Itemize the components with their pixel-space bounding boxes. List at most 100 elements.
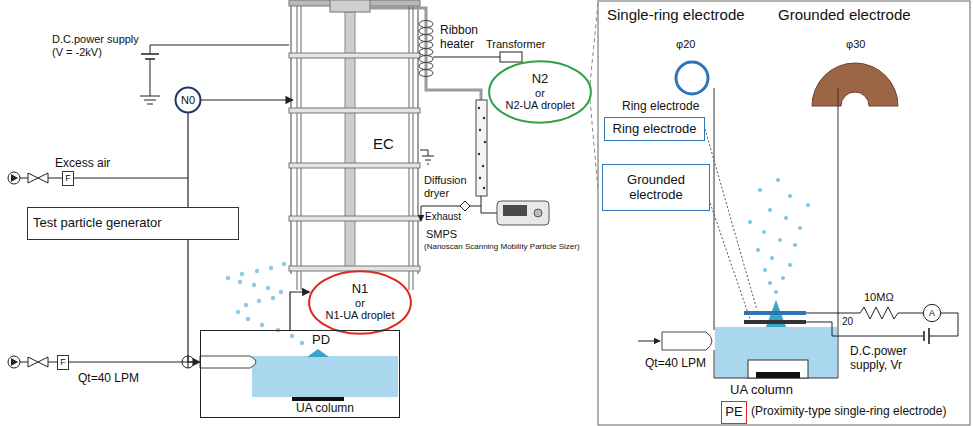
supply-wire [150, 45, 289, 96]
inset-frame [598, 1, 970, 425]
circle-outline [176, 88, 201, 113]
droplet [246, 317, 250, 321]
flow-line [188, 240, 200, 362]
droplet [768, 281, 772, 285]
dryer-bead [478, 153, 480, 155]
ground-symbol [420, 150, 434, 164]
droplet [770, 256, 774, 260]
node-text: N1 [352, 282, 369, 297]
ellipse-outline [309, 271, 411, 333]
node-text: UA column [296, 402, 354, 416]
part-label: Diffusion dryer [424, 174, 467, 199]
valve-symbol [28, 357, 48, 367]
transducer [756, 372, 800, 378]
heater-coil [419, 70, 433, 77]
droplet [781, 276, 785, 280]
inlet-nozzle [200, 356, 256, 368]
inlet-nozzle [662, 332, 712, 350]
dimension-label: φ30 [846, 38, 865, 51]
ec-wall [297, 6, 413, 290]
droplet [271, 296, 275, 300]
part-label: SMPS [426, 228, 457, 241]
count-ellipse: N2orN2-UA droplet [487, 60, 593, 124]
node-text: N1-UA droplet [325, 309, 394, 322]
heater-coil [419, 56, 433, 63]
ua-liquid [252, 356, 398, 397]
node-text: or [355, 297, 365, 310]
inlet-arrow [638, 341, 660, 342]
transformer-wire [433, 57, 500, 58]
droplet [260, 323, 264, 327]
droplet [257, 299, 261, 303]
node-text: PD [312, 333, 330, 348]
ec-flange [289, 163, 420, 168]
ring-electrode-top [676, 62, 708, 94]
dimension-label: φ20 [676, 38, 695, 51]
flow-label: Qt=40 LPM [78, 372, 139, 386]
node-text: N0 [181, 94, 195, 107]
dryer-bead [479, 129, 481, 131]
droplet [226, 276, 230, 280]
supply-label: D.C.power supply, Vr [850, 345, 945, 373]
panel-heading: Grounded electrode [778, 6, 911, 23]
generator-box: Test particle generator [27, 207, 239, 240]
droplet [236, 310, 240, 314]
vessel-box: PD UA column [200, 330, 400, 418]
node-text: N2 [532, 72, 549, 87]
heater-coil [419, 63, 433, 70]
flow-line [187, 113, 188, 207]
heater-coil [419, 21, 433, 28]
pump-symbol [8, 172, 20, 184]
node-text: Grounded electrode [603, 173, 709, 203]
dryer-bead [483, 187, 485, 189]
droplet [776, 178, 780, 182]
droplet [798, 226, 802, 230]
ring-electrode-bar [744, 311, 806, 315]
flow-label: Excess air [55, 157, 110, 171]
node-text: F [65, 173, 71, 183]
droplet [240, 272, 244, 276]
dryer-bead [483, 117, 485, 119]
droplet [788, 194, 792, 198]
node-text: N2-UA droplet [505, 99, 574, 112]
callout-box: Grounded electrode [602, 164, 710, 211]
monitor-circle: N0 [175, 87, 201, 113]
heater-coil [419, 35, 433, 42]
grounded-electrode-top [812, 63, 898, 106]
droplet [748, 220, 752, 224]
part-label: Ribbon heater [440, 24, 478, 52]
count-ellipse: N1orN1-UA droplet [307, 270, 413, 335]
sample-line [470, 196, 497, 213]
droplet [255, 269, 259, 273]
droplet [784, 216, 788, 220]
smps-device [497, 201, 549, 225]
pump-symbol [11, 358, 18, 366]
ec-flange [289, 53, 420, 58]
collector-column: EC [293, 0, 418, 290]
node-text: PE [725, 405, 742, 420]
flow-label: Qt=40 LPM [645, 357, 706, 371]
filter-box: F [62, 171, 74, 186]
valve-symbol [28, 173, 48, 183]
droplet [806, 203, 810, 207]
heater-coil [419, 28, 433, 35]
ellipse-outline [489, 61, 591, 122]
node-text: EC [373, 135, 394, 152]
ground-symbol [140, 96, 160, 104]
tag-box: PE [721, 401, 747, 424]
diffusion-dryer [476, 100, 487, 196]
droplet [238, 280, 242, 284]
node-text: Test particle generator [33, 216, 162, 231]
smps-screen [503, 205, 527, 216]
heater-coil [419, 49, 433, 56]
callout-box: Ring electrode [604, 117, 705, 141]
droplet [762, 230, 766, 234]
droplet [756, 248, 760, 252]
supply-label: D.C.power supply (V = -2kV) [52, 33, 147, 58]
part-label: UA column [730, 383, 793, 398]
caption-note: (Proximity-type single-ring electrode) [751, 405, 946, 419]
droplet [758, 188, 762, 192]
droplet [778, 238, 782, 242]
filter-symbol [460, 201, 470, 211]
droplet [269, 266, 273, 270]
